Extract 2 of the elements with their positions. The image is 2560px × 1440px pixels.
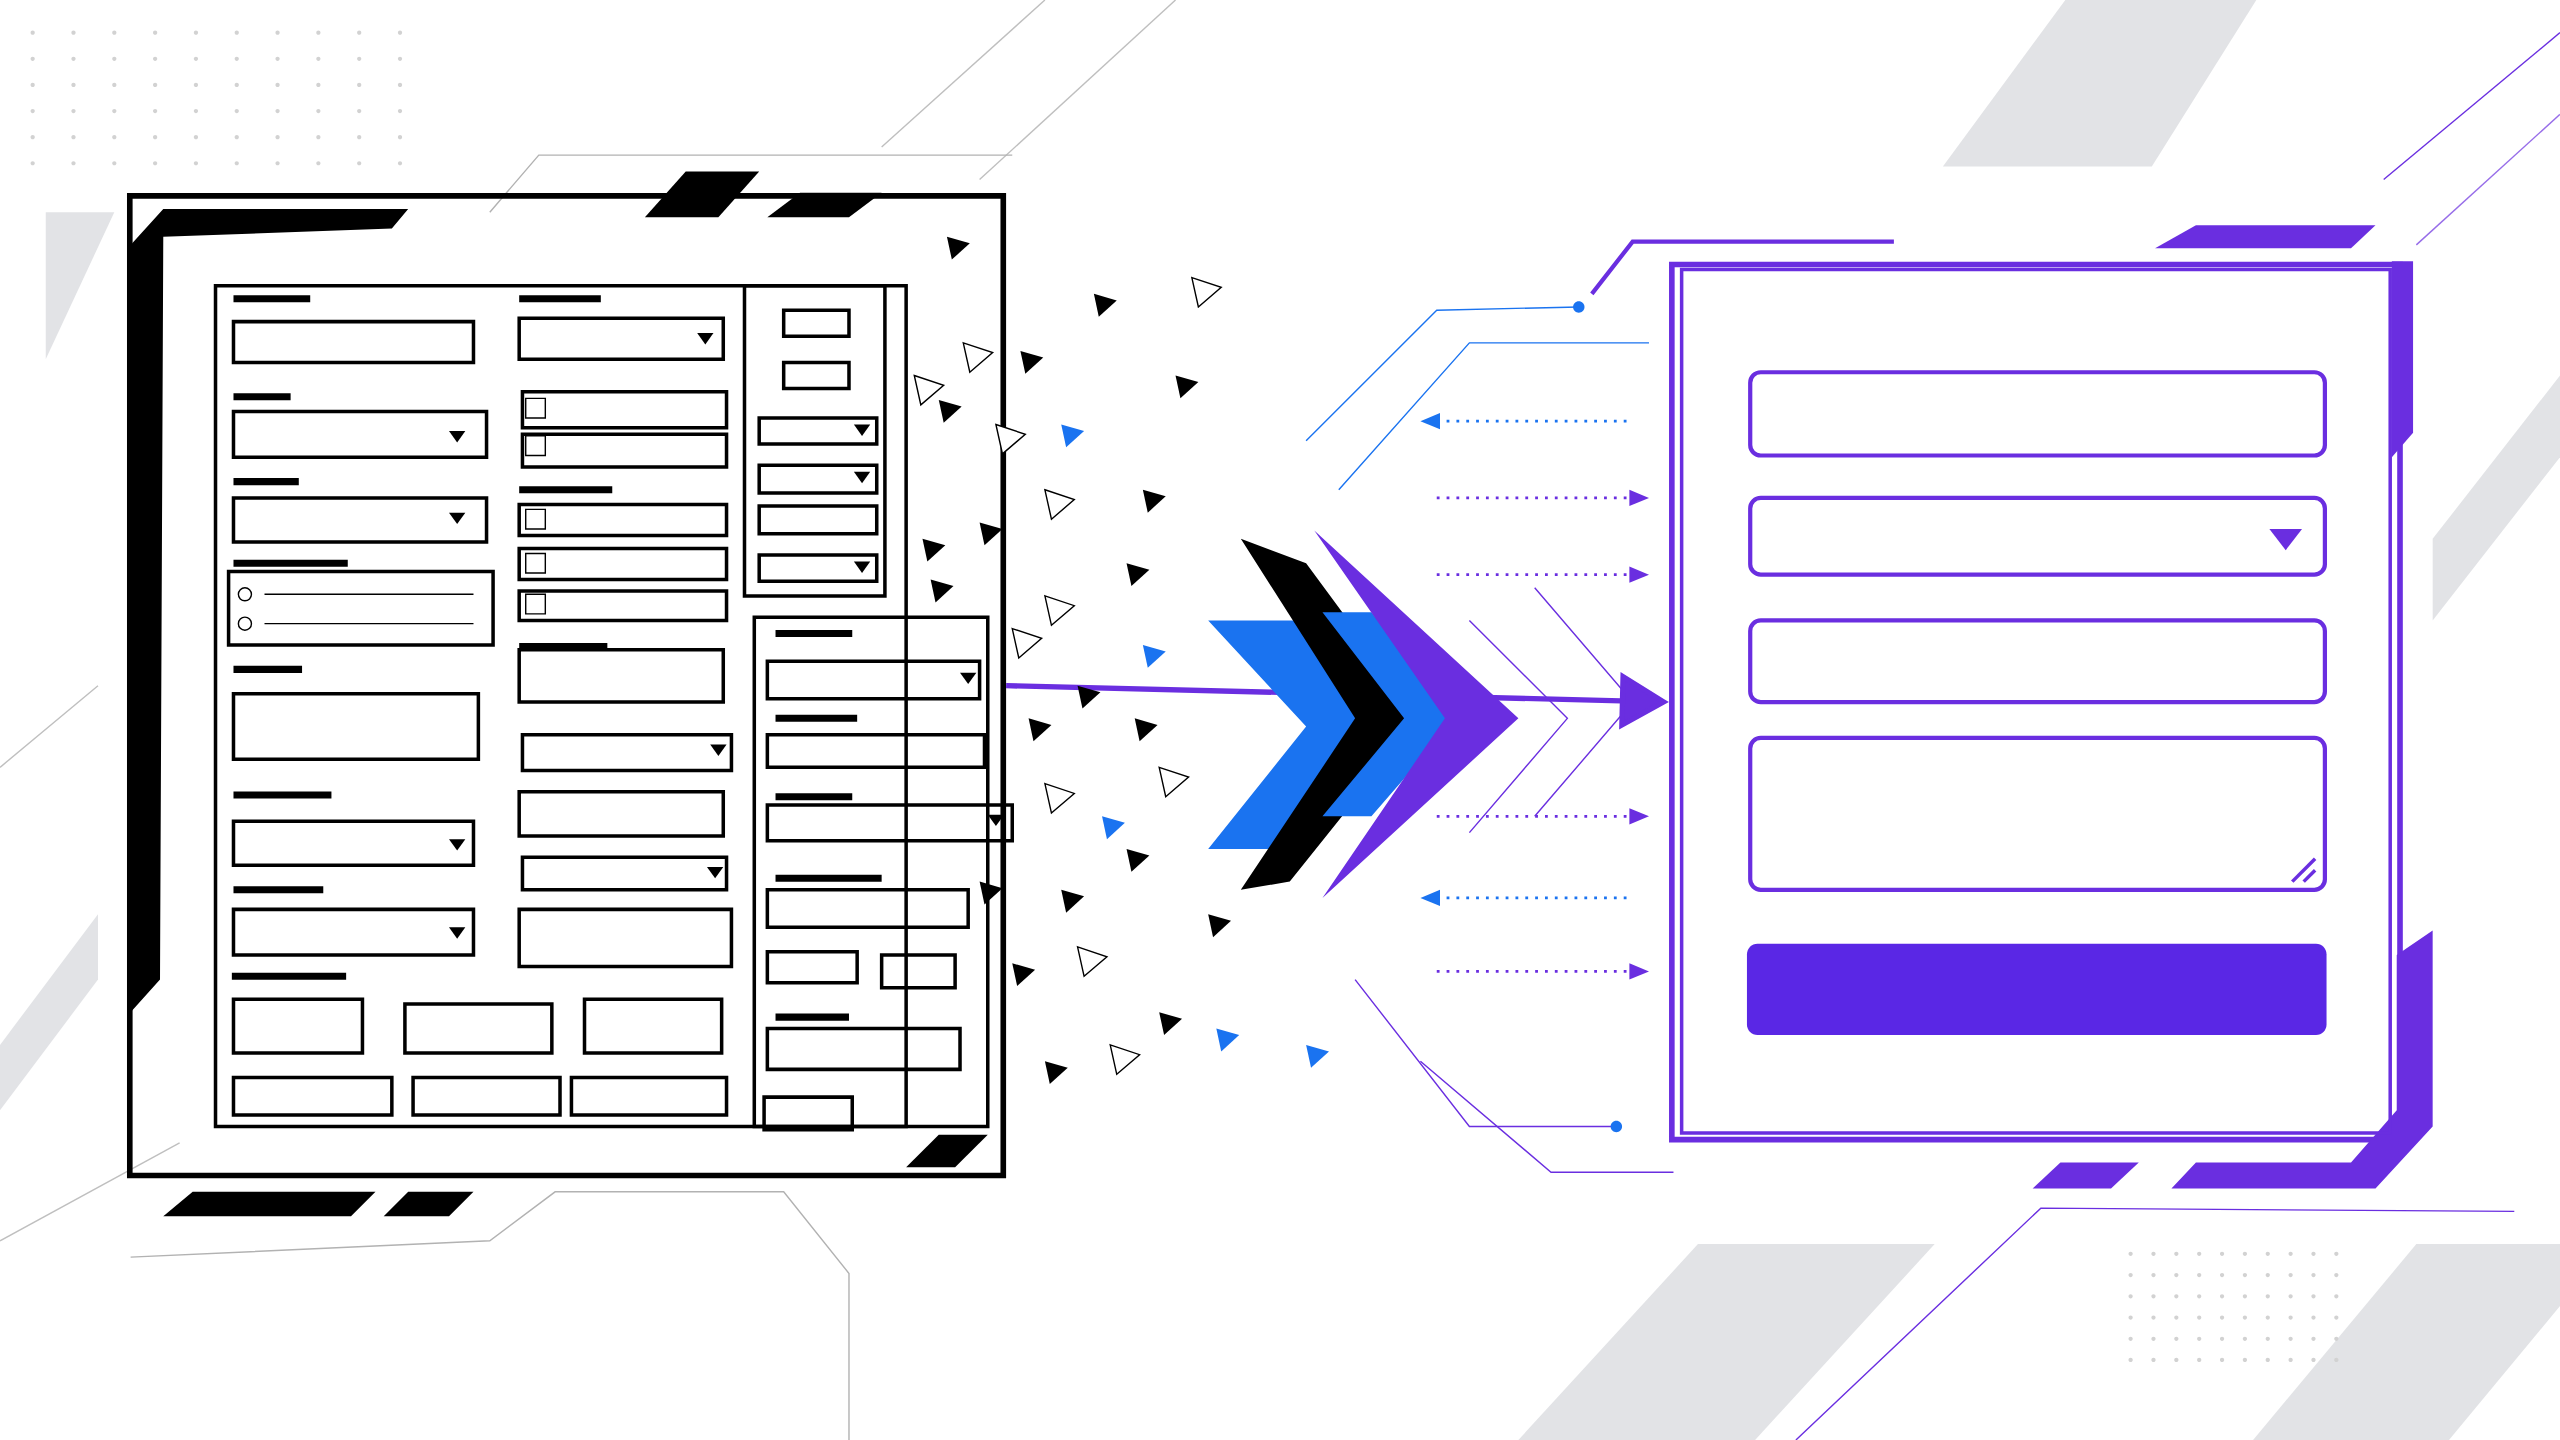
form-drawing [126, 171, 1014, 1217]
form-drawing [1590, 225, 2433, 1189]
